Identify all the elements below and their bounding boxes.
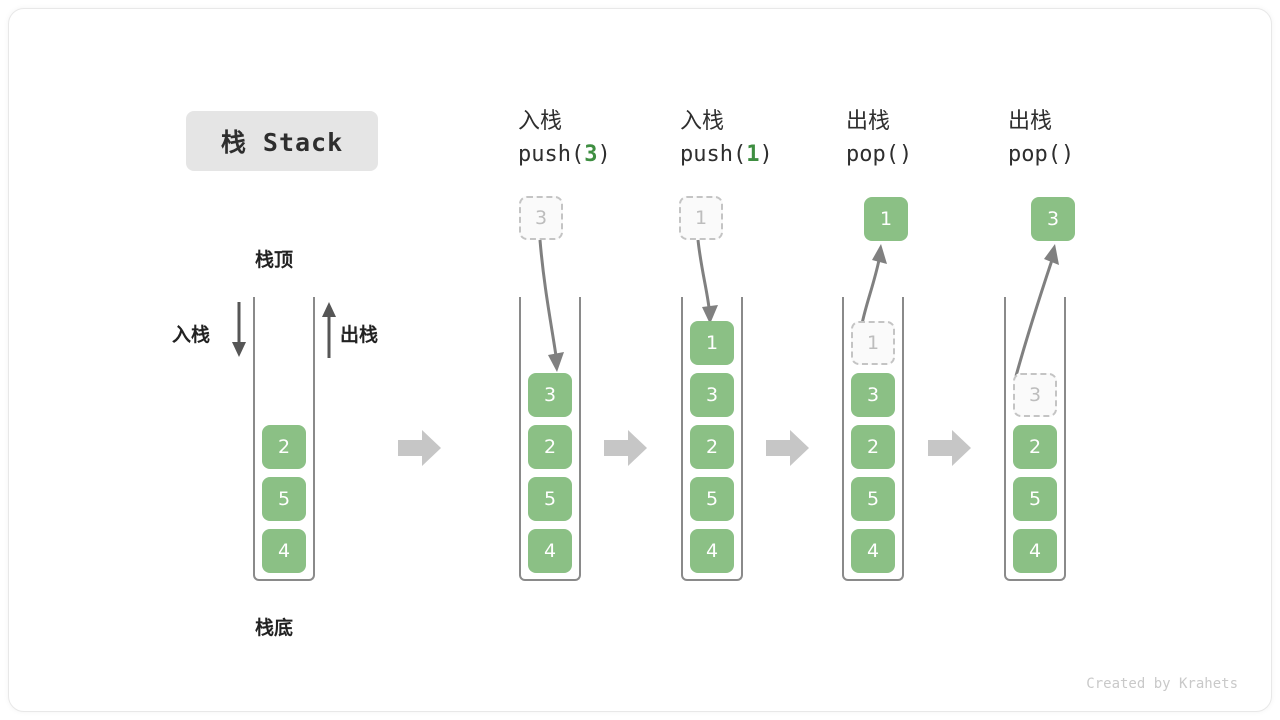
- step-cn-label: 入栈: [518, 109, 563, 134]
- stack-cell: 2: [528, 425, 572, 469]
- stack-container-step-0: [519, 297, 581, 581]
- step-header-1: 入栈 push(1): [680, 106, 860, 172]
- pop-flow-arrow-icon: [860, 244, 887, 325]
- pop-direction-arrow-icon: [322, 302, 336, 358]
- stack-cell: 5: [528, 477, 572, 521]
- step-arrow-icon: [928, 430, 971, 466]
- stack-cell: 4: [690, 529, 734, 573]
- stack-cell: 2: [1013, 425, 1057, 469]
- step-cn-label: 入栈: [680, 109, 725, 134]
- footer-credit: Created by Krahets: [1086, 676, 1238, 692]
- pop-flow-arrow-icon: [1014, 244, 1059, 377]
- stack-cell: 4: [851, 529, 895, 573]
- stack-container-initial: [253, 297, 315, 581]
- stack-container-step-1: [681, 297, 743, 581]
- step-code-label: push(3): [518, 138, 698, 172]
- step-arrow-icon: [766, 430, 809, 466]
- stack-cell: 3: [851, 373, 895, 417]
- stack-cell: 3: [528, 373, 572, 417]
- stack-cell: 2: [851, 425, 895, 469]
- stack-cell: 1: [690, 321, 734, 365]
- removed-ghost-cell: 1: [851, 321, 895, 365]
- stack-cell: 2: [690, 425, 734, 469]
- popped-value-cell: 3: [1031, 197, 1075, 241]
- code-pre: pop(: [1008, 142, 1061, 167]
- step-code-label: push(1): [680, 138, 860, 172]
- stack-cell: 5: [1013, 477, 1057, 521]
- step-cn-label: 出栈: [1008, 109, 1053, 134]
- push-flow-arrow-icon: [696, 239, 718, 324]
- stack-container-step-2: [842, 297, 904, 581]
- code-pre: push(: [680, 142, 747, 167]
- code-post: ): [759, 142, 773, 167]
- stack-cell: 5: [262, 477, 306, 521]
- pop-side-label: 出栈: [340, 324, 379, 346]
- push-direction-arrow-icon: [232, 302, 246, 357]
- code-post: ): [898, 142, 913, 167]
- step-header-3: 出栈 pop(): [1008, 106, 1188, 172]
- title-badge: 栈 Stack: [186, 111, 378, 171]
- stack-container-step-3: [1004, 297, 1066, 581]
- incoming-ghost-cell: 3: [519, 196, 563, 240]
- code-arg: 1: [746, 142, 760, 167]
- incoming-ghost-cell: 1: [679, 196, 723, 240]
- code-arg: 3: [584, 142, 598, 167]
- stack-cell: 4: [1013, 529, 1057, 573]
- step-arrow-icon: [398, 430, 441, 466]
- push-flow-arrow-icon: [538, 239, 564, 372]
- code-pre: pop(: [846, 142, 899, 167]
- stack-cell: 2: [262, 425, 306, 469]
- stack-bottom-label: 栈底: [255, 617, 294, 639]
- step-code-label: pop(): [1008, 138, 1188, 172]
- code-pre: push(: [518, 142, 585, 167]
- stack-cell: 4: [528, 529, 572, 573]
- stack-cell: 3: [690, 373, 734, 417]
- code-post: ): [597, 142, 611, 167]
- stack-cell: 4: [262, 529, 306, 573]
- stack-cell: 5: [690, 477, 734, 521]
- removed-ghost-cell: 3: [1013, 373, 1057, 417]
- push-side-label: 入栈: [172, 324, 211, 346]
- code-post: ): [1060, 142, 1075, 167]
- step-cn-label: 出栈: [846, 109, 891, 134]
- step-header-0: 入栈 push(3): [518, 106, 698, 172]
- step-arrow-icon: [604, 430, 647, 466]
- title-badge-label: 栈 Stack: [220, 128, 344, 157]
- popped-value-cell: 1: [864, 197, 908, 241]
- stack-top-label: 栈顶: [255, 249, 294, 271]
- step-code-label: pop(): [846, 138, 1026, 172]
- stack-cell: 5: [851, 477, 895, 521]
- step-header-2: 出栈 pop(): [846, 106, 1026, 172]
